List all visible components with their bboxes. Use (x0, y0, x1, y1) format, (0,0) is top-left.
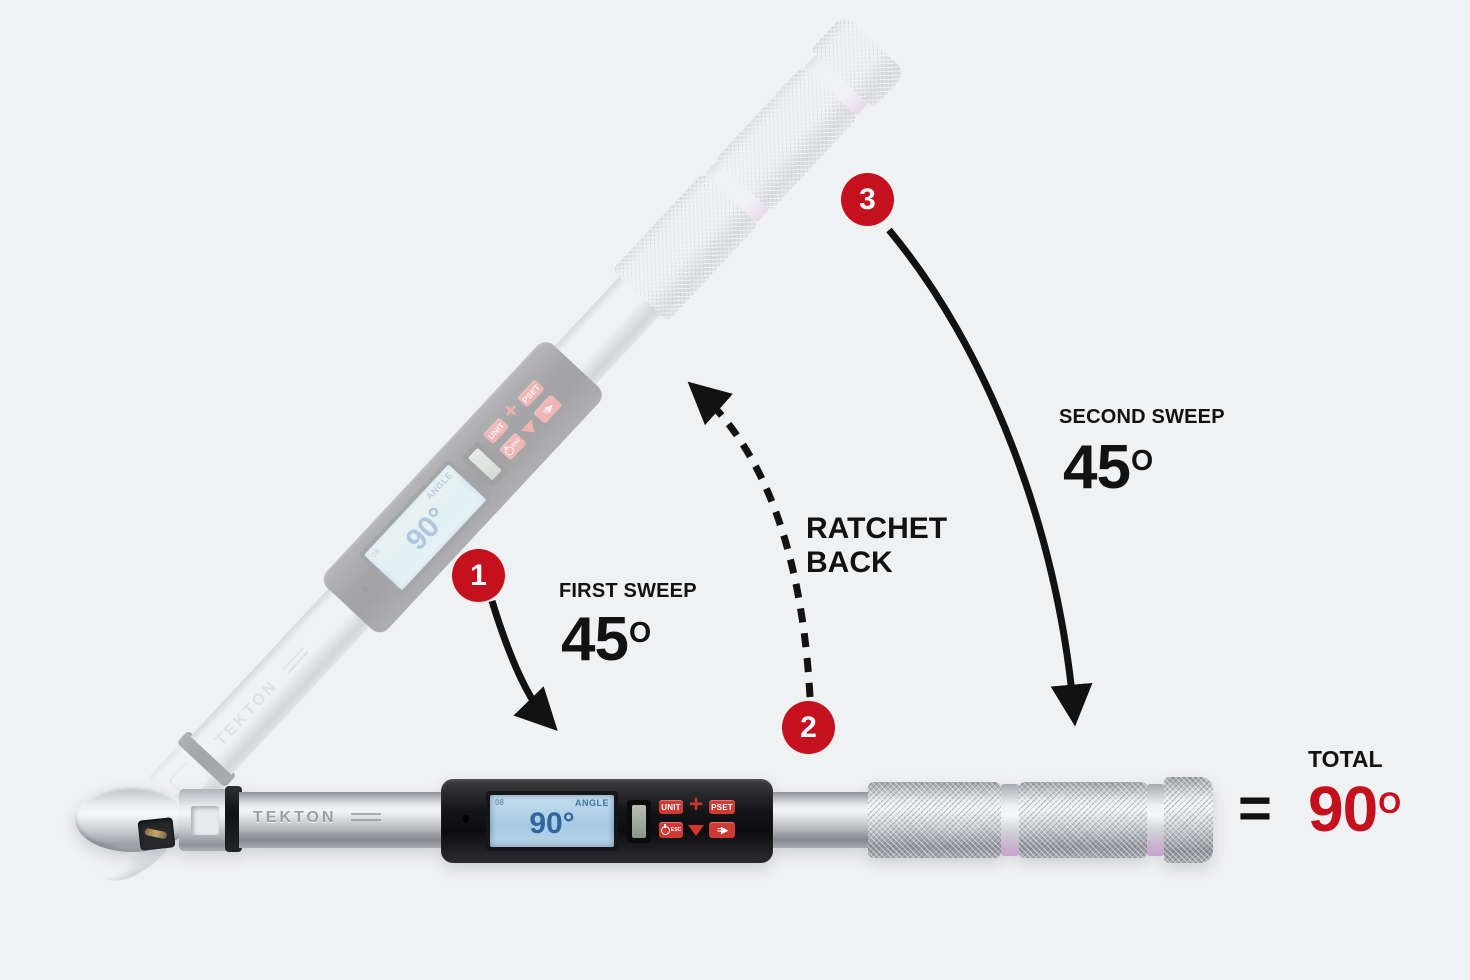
equals-sign: = (1238, 776, 1272, 841)
unit-button: UNIT (659, 800, 683, 814)
drive-pin (144, 827, 168, 840)
collar-ring (225, 786, 242, 852)
step-3-badge: 3 (841, 173, 894, 226)
first-sweep-label: FIRST SWEEP 45O (559, 580, 697, 674)
ratchet-back-label: RATCHET BACK (806, 512, 948, 579)
degree-symbol: O (1130, 445, 1154, 478)
degree-symbol: O (1378, 786, 1402, 820)
total-label: TOTAL (1308, 746, 1383, 772)
lcd-status: 08 (495, 798, 504, 807)
total-block: TOTAL 90O (1308, 746, 1401, 841)
ratchet-head (75, 786, 189, 852)
power-icon (660, 825, 670, 835)
indicator-hole (463, 815, 469, 823)
end-cap (1164, 777, 1213, 863)
grip-knurl-1 (868, 782, 1001, 858)
first-sweep-arrow (488, 599, 558, 732)
grip-knurl-2 (1019, 782, 1147, 858)
grip-band-1 (1001, 784, 1019, 856)
step-1-badge: 1 (452, 549, 505, 602)
lcd-angle-value: 90° (529, 807, 575, 840)
total-angle: 90O (1308, 773, 1402, 845)
first-sweep-angle: 45O (561, 605, 652, 674)
pset-button: PSET (709, 800, 735, 814)
plus-button: + (688, 791, 703, 818)
grip-band-2 (1147, 784, 1164, 856)
lcd-mode-label: ANGLE (575, 798, 609, 808)
degree-symbol: O (628, 617, 652, 650)
second-sweep-label: SECOND SWEEP 45O (1059, 406, 1225, 502)
wrench-final-position: TEKTON 08 ANGLE 90° UNIT + PSET ESC ≡▶ (73, 772, 1213, 868)
second-sweep-arrow (886, 227, 1093, 727)
second-sweep-angle: 45O (1063, 433, 1154, 502)
menu-button: ≡▶ (709, 822, 735, 838)
front-tube: TEKTON (239, 792, 447, 848)
step-2-badge: 2 (782, 701, 835, 754)
flex-yoke-slot (191, 806, 219, 835)
square-drive (137, 817, 176, 851)
ratchet-back-dashed-arrow (687, 381, 814, 698)
lcd-bezel: 08 ANGLE 90° (486, 791, 618, 851)
electronics-housing: 08 ANGLE 90° UNIT + PSET ESC ≡▶ (441, 779, 773, 863)
brand-engraving: TEKTON (253, 809, 337, 826)
down-arrow-button (688, 825, 704, 836)
lcd-screen: 08 ANGLE 90° (490, 795, 614, 847)
rear-tube (773, 792, 870, 848)
power-esc-button: ESC (659, 822, 683, 838)
flex-yoke (179, 789, 231, 851)
model-engraving (351, 813, 381, 825)
led-window (627, 800, 651, 843)
